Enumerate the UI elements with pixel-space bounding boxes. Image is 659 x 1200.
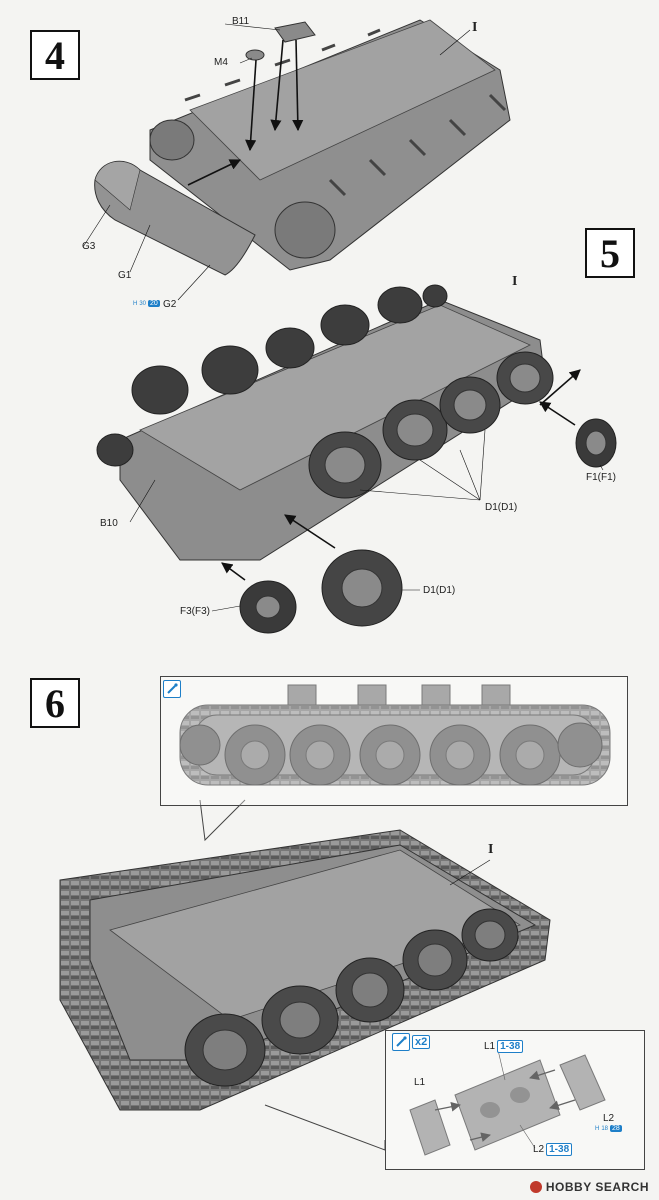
part-label-f1: F1(F1) [586, 472, 616, 483]
part-label-d1-cluster: D1(D1) [485, 502, 518, 513]
part-label-g1: G1 [118, 270, 132, 281]
reference-pill: 28 [610, 1125, 622, 1132]
side-view-callout [160, 676, 628, 806]
part-label-g2: G2 [163, 299, 177, 310]
track-ref-l1: L1 1-38 [484, 1040, 524, 1053]
reference-prefix: H [133, 300, 138, 307]
part-label-l2: L2 [603, 1113, 615, 1124]
part-label-l1: L1 [414, 1077, 426, 1088]
paint-brush-icon [392, 1033, 410, 1051]
reference-marker: H 30 20 [133, 300, 160, 307]
part-label-b10: B10 [100, 518, 118, 529]
reference-prefix: H [595, 1125, 600, 1132]
step4-hull [82, 19, 511, 301]
reference-number: 18 [601, 1125, 609, 1132]
logo-icon [529, 1181, 542, 1193]
step-number-6: 6 [30, 678, 80, 728]
part-label-f3: F3(F3) [180, 606, 210, 617]
part-label-hull-i: I [512, 274, 518, 289]
track-count-pill: 1-38 [497, 1040, 524, 1053]
step-number-4: 4 [30, 30, 80, 80]
paint-brush-icon [163, 680, 181, 698]
step5-hull [96, 284, 617, 634]
watermark: HOBBY SEARCH [529, 1180, 649, 1194]
track-count-pill: 1-38 [546, 1143, 573, 1156]
reference-pill: 20 [148, 300, 160, 307]
part-label-l1: L1 [484, 1041, 496, 1052]
step6-side-view [179, 684, 611, 786]
step6-hull [59, 799, 551, 1151]
track-ref-l2: L2 1-38 [533, 1143, 573, 1156]
step6-track-detail [409, 1049, 606, 1156]
part-label-g3: G3 [82, 241, 96, 252]
track-detail-callout [385, 1030, 645, 1170]
reference-number: 30 [139, 300, 147, 307]
part-label-hull-i: I [488, 842, 494, 857]
part-label-hull-i: I [472, 20, 478, 35]
part-label-b11: B11 [232, 16, 250, 27]
quantity-multiplier: x2 [412, 1035, 431, 1049]
part-label-d1-loose: D1(D1) [423, 585, 456, 596]
step-number-5: 5 [585, 228, 635, 278]
part-label-m4: M4 [214, 57, 228, 68]
watermark-text: HOBBY SEARCH [545, 1180, 649, 1194]
part-label-l2: L2 [533, 1144, 545, 1155]
quantity-badge: x2 [392, 1033, 431, 1051]
reference-marker: H 18 28 [595, 1125, 622, 1132]
